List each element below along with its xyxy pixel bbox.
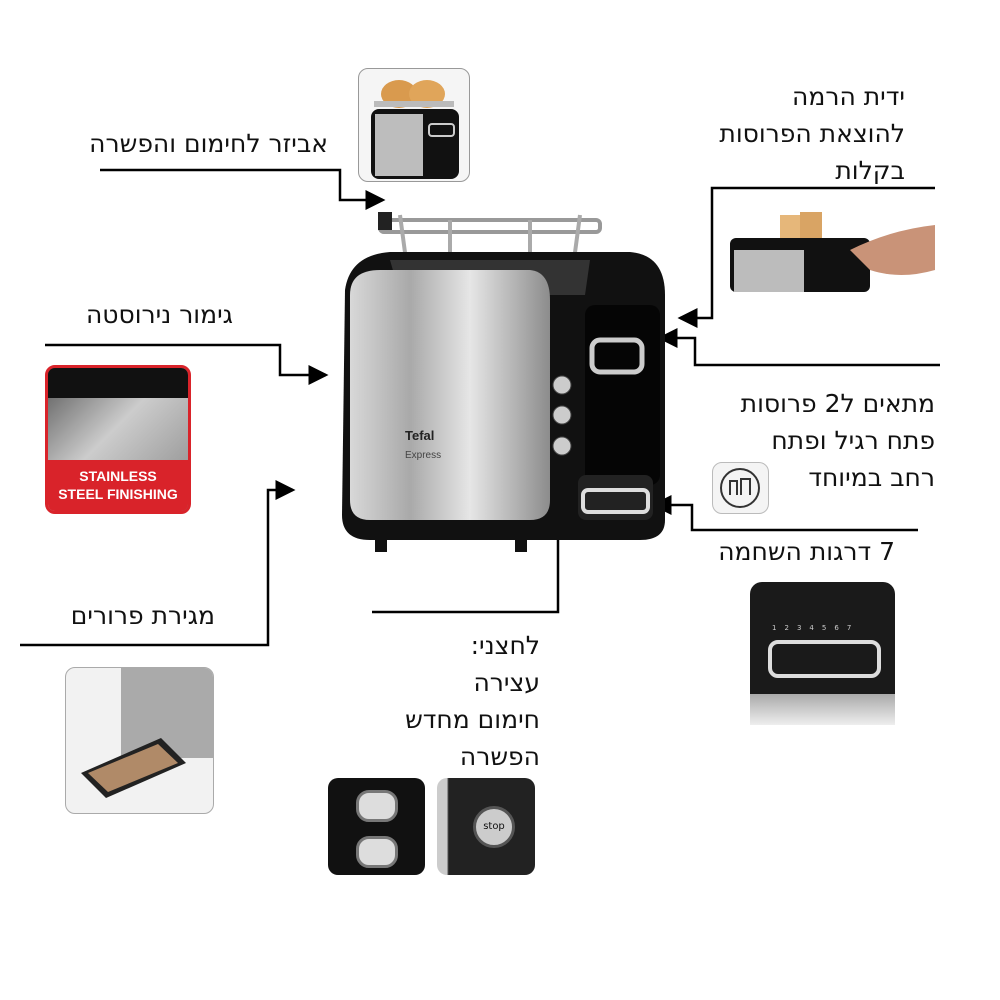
toaster-image: Tefal Express: [342, 212, 665, 552]
browning-leader: [651, 495, 918, 532]
lift-lever-leader: [677, 186, 935, 328]
warming-rack-leader: [100, 168, 386, 210]
defrost-reheat-buttons-photo: [328, 778, 425, 875]
badge-line-1: STAINLESS: [79, 468, 157, 484]
browning-label: 7 דרגות השחמה: [718, 537, 895, 566]
stop-button: [552, 436, 572, 456]
svg-text:Express: Express: [405, 450, 441, 461]
warming-rack: [378, 218, 602, 234]
slots-leader: [657, 328, 940, 367]
browning-level: 1: [772, 624, 777, 632]
defrost-button: [552, 375, 572, 395]
crumb-tray-label: מגירת פרורים: [70, 601, 215, 630]
browning-level: 3: [796, 624, 802, 632]
browning-slider: [581, 488, 650, 514]
lift-lever-photo: [730, 210, 935, 292]
badge-line-2: STEEL FINISHING: [58, 486, 178, 502]
reheat-button: [552, 405, 572, 425]
warming-rack-label: אביזר לחימום והפשרה: [89, 129, 328, 158]
stainless-badge: STAINLESS STEEL FINISHING: [45, 365, 191, 514]
wide-slot-icon: [712, 462, 769, 514]
stainless-label: גימור נירוסטה: [85, 300, 233, 329]
stop-button-photo: stop: [437, 778, 535, 875]
browning-level: 7: [846, 624, 852, 632]
browning-level: 2: [784, 624, 789, 632]
browning-level: 5: [821, 624, 827, 632]
crumb-tray-photo: [65, 667, 214, 814]
warming-rack-photo: [358, 68, 470, 182]
stop-label: stop: [473, 806, 515, 848]
lift-lever: [589, 337, 645, 375]
browning-level: 4: [809, 624, 814, 632]
crumb-leader: [20, 480, 296, 647]
stainless-leader: [45, 343, 329, 385]
browning-control-photo: 1 2 3 4 5 6 7: [750, 582, 895, 725]
brand-logo: Tefal: [405, 428, 434, 443]
browning-level: 6: [834, 624, 839, 632]
